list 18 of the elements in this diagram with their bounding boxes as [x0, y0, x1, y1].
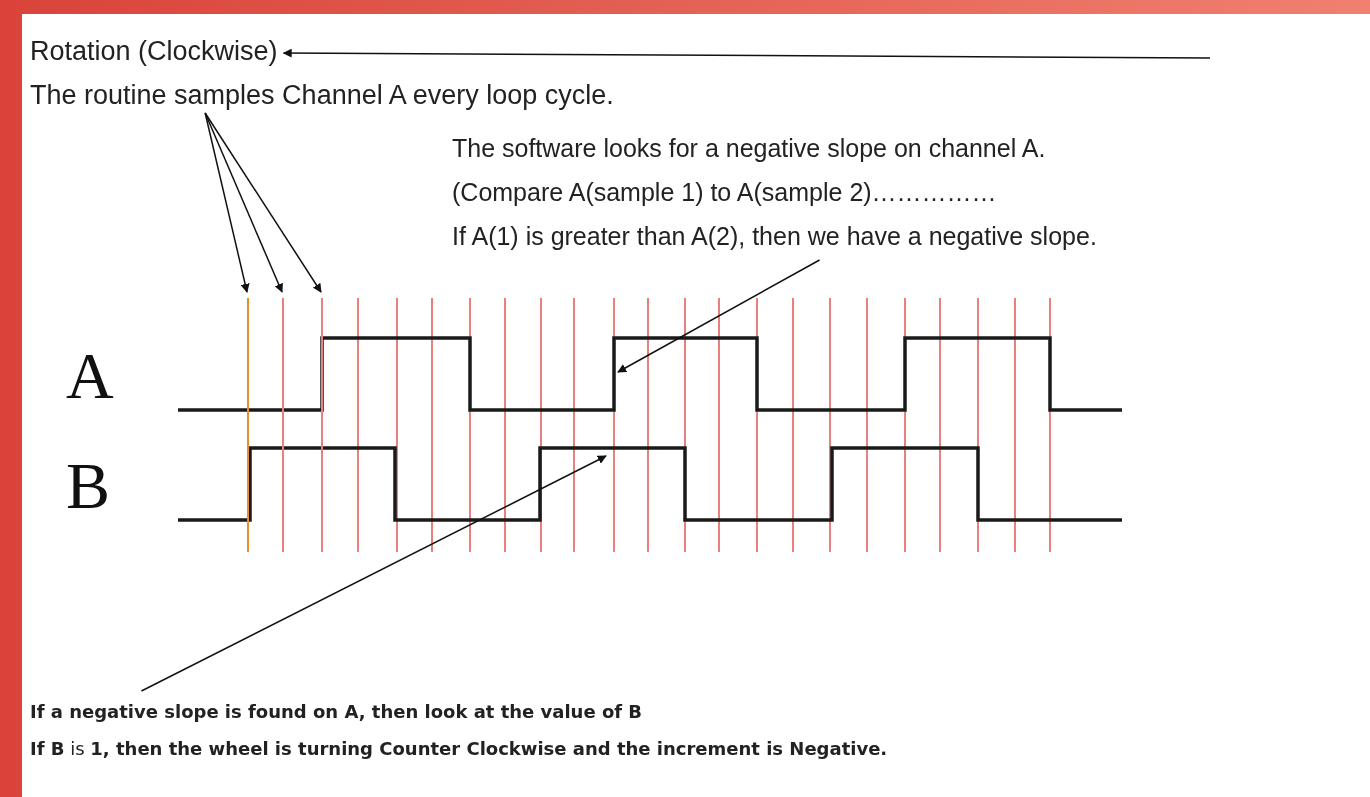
annotation-text: If B is 1, then the wheel is turning Counter Clockwise and the increment is Negative.: [30, 738, 888, 759]
sample-line: [282, 297, 284, 553]
arrow: [204, 112, 322, 293]
annotation-text: The software looks for a negative slope on channel A.: [452, 134, 1046, 162]
annotation-text: Rotation (Clockwise): [30, 36, 278, 67]
annotation-text: If a negative slope is found on A, then look at the value of B: [30, 701, 643, 722]
annotation-text: The routine samples Channel A every loop cycle.: [30, 80, 614, 111]
sample-line: [247, 297, 249, 553]
channel-label: B: [66, 448, 111, 524]
annotation-text: (Compare A(sample 1) to A(sample 2)……………: [452, 178, 997, 206]
arrow: [617, 259, 821, 373]
arrow: [140, 455, 607, 692]
annotation-text: If A(1) is greater than A(2), then we have a negative slope.: [452, 222, 1097, 250]
arrow: [282, 48, 1211, 59]
channel-label: A: [66, 338, 114, 414]
sample-line: [321, 297, 323, 553]
arrow: [204, 112, 250, 293]
arrow: [204, 112, 283, 293]
